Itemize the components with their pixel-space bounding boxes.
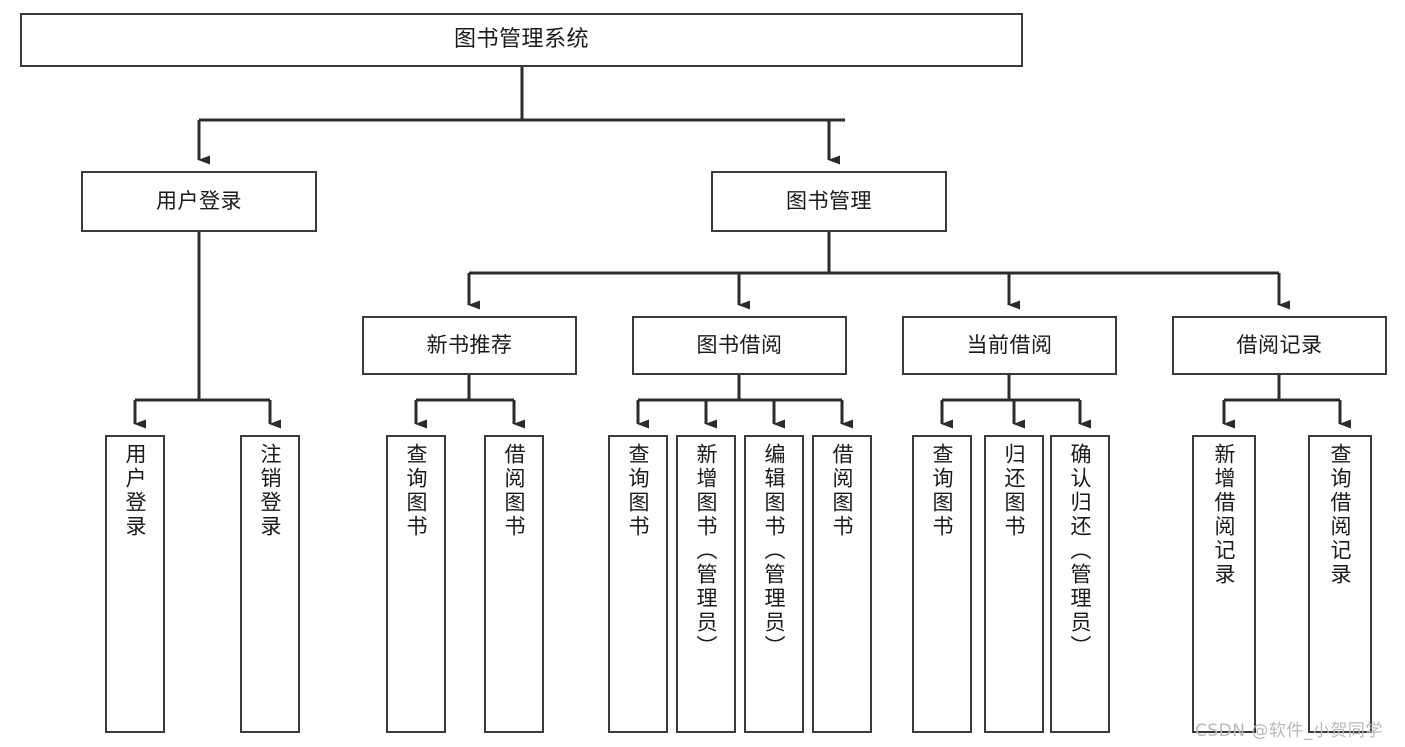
node-leaf-user-login[interactable]: 用户登录 — [105, 435, 165, 733]
csdn-watermark: CSDN @软件_小贺同学 — [1195, 721, 1383, 741]
node-leaf-borrow-book-1[interactable]: 借阅图书 — [484, 435, 544, 733]
node-leaf-confirm-return-admin[interactable]: 确认归还（管理员） — [1050, 435, 1110, 733]
node-label: 用户登录 — [156, 189, 242, 214]
node-leaf-edit-book-admin[interactable]: 编辑图书（管理员） — [744, 435, 804, 733]
node-leaf-query-book-3[interactable]: 查询图书 — [912, 435, 972, 733]
node-leaf-user-logout[interactable]: 注销登录 — [240, 435, 300, 733]
node-label: 注销登录 — [258, 443, 283, 539]
node-leaf-return-book[interactable]: 归还图书 — [984, 435, 1044, 733]
node-leaf-add-book-admin[interactable]: 新增图书（管理员） — [676, 435, 736, 733]
node-book-borrow[interactable]: 图书借阅 — [632, 316, 847, 375]
node-label: 新书推荐 — [426, 333, 513, 358]
node-root-system[interactable]: 图书管理系统 — [20, 13, 1023, 67]
node-current-borrow[interactable]: 当前借阅 — [902, 316, 1117, 375]
node-label: 归还图书 — [1002, 443, 1027, 539]
node-label: 图书管理 — [786, 189, 872, 214]
node-label: 编辑图书（管理员） — [762, 443, 787, 659]
node-label: 新增图书（管理员） — [694, 443, 719, 659]
node-book-manage[interactable]: 图书管理 — [711, 171, 947, 232]
node-label: 查询图书 — [404, 443, 429, 539]
node-label: 借阅图书 — [830, 443, 855, 539]
node-leaf-borrow-book-2[interactable]: 借阅图书 — [812, 435, 872, 733]
node-borrow-record[interactable]: 借阅记录 — [1172, 316, 1387, 375]
node-leaf-query-borrow-record[interactable]: 查询借阅记录 — [1308, 435, 1372, 733]
node-label: 新增借阅记录 — [1212, 443, 1237, 587]
node-leaf-query-book-1[interactable]: 查询图书 — [386, 435, 446, 733]
node-label: 用户登录 — [123, 443, 148, 539]
node-label: 借阅记录 — [1236, 333, 1323, 358]
node-label: 确认归还（管理员） — [1068, 443, 1093, 659]
node-user-login[interactable]: 用户登录 — [81, 171, 317, 232]
node-label: 查询图书 — [626, 443, 651, 539]
node-leaf-add-borrow-record[interactable]: 新增借阅记录 — [1192, 435, 1256, 733]
node-label: 图书借阅 — [696, 333, 783, 358]
node-label: 借阅图书 — [502, 443, 527, 539]
node-new-book-recommend[interactable]: 新书推荐 — [362, 316, 577, 375]
node-label: 查询图书 — [930, 443, 955, 539]
node-label: 查询借阅记录 — [1328, 443, 1353, 587]
node-label: 当前借阅 — [966, 333, 1053, 358]
node-leaf-query-book-2[interactable]: 查询图书 — [608, 435, 668, 733]
node-label: 图书管理系统 — [453, 27, 589, 53]
